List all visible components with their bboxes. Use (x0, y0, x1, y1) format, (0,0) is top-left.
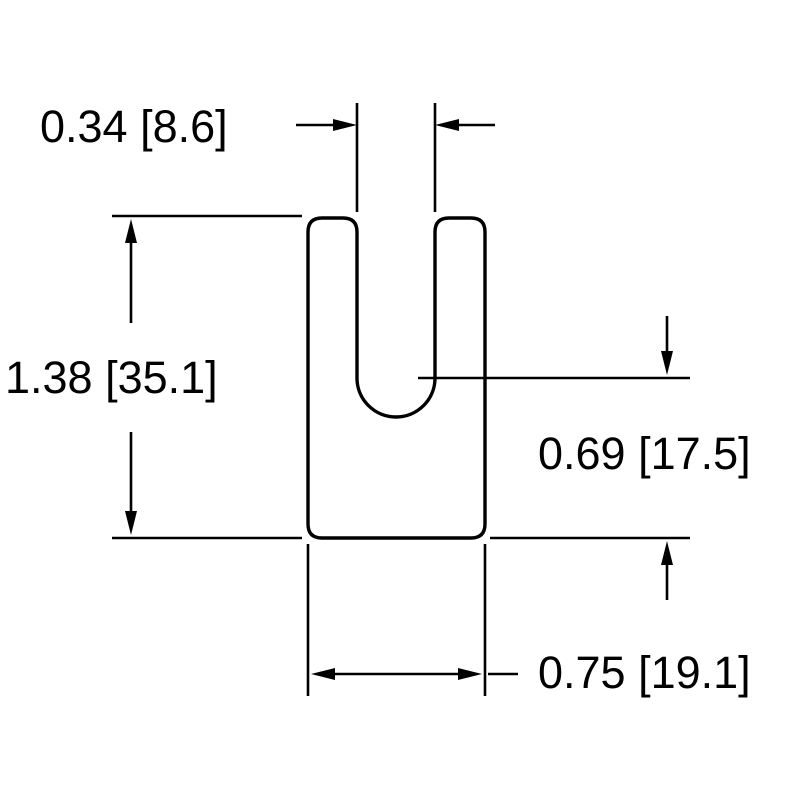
slot-left-arrowhead (333, 119, 357, 131)
slot-width-label: 0.34 [8.6] (40, 101, 228, 152)
width-right-arrowhead (458, 668, 482, 680)
height-top-arrowhead (125, 219, 137, 243)
slot-depth-dimension: 0.69 [17.5] (418, 316, 751, 600)
total-height-dimension: 1.38 [35.1] (5, 214, 302, 540)
total-width-label: 0.75 [19.1] (538, 647, 751, 698)
slot-width-dimension: 0.34 [8.6] (40, 101, 495, 212)
width-left-arrowhead (311, 668, 335, 680)
depth-upper-arrowhead (661, 351, 673, 375)
depth-lower-arrowhead (661, 541, 673, 565)
total-width-dimension: 0.75 [19.1] (306, 544, 751, 698)
u-channel-profile (306, 216, 487, 540)
slot-right-arrowhead (435, 119, 459, 131)
slot-depth-label: 0.69 [17.5] (538, 428, 751, 479)
height-bottom-arrowhead (125, 511, 137, 535)
total-height-label: 1.38 [35.1] (5, 352, 218, 403)
